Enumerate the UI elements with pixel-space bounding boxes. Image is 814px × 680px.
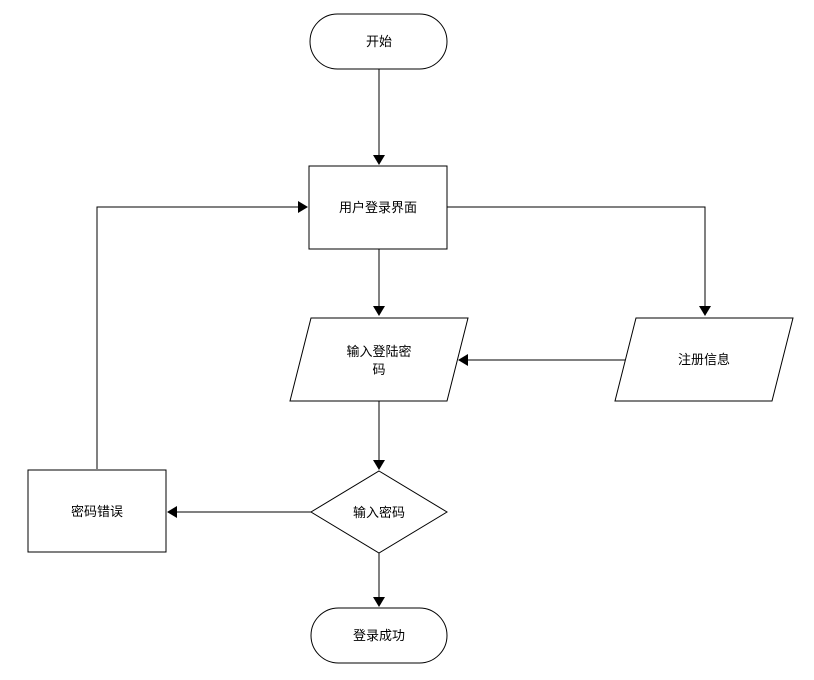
node-start: 开始 xyxy=(309,13,448,70)
register-info-parallelogram xyxy=(614,317,794,402)
input-login-pwd-label-line1: 输入登陆密 xyxy=(346,344,411,360)
node-input-login-pwd: 输入登陆密 码 xyxy=(289,317,469,402)
input-pwd-diamond xyxy=(310,470,448,554)
edge-input-pwd-to-pwd-error xyxy=(167,506,311,518)
login-success-terminator xyxy=(310,607,448,664)
edge-login-ui-to-register-info xyxy=(447,206,711,316)
register-info-label: 注册信息 xyxy=(678,352,730,368)
login-ui-box xyxy=(308,165,448,250)
pwd-error-label: 密码错误 xyxy=(71,504,123,520)
edge-input-login-pwd-to-input-pwd xyxy=(373,401,385,470)
input-login-pwd-label-line2: 码 xyxy=(372,363,385,378)
node-login-ui: 用户登录界面 xyxy=(308,165,448,250)
edge-register-info-to-input-login-pwd xyxy=(458,354,631,366)
edge-input-pwd-to-login-success xyxy=(373,553,385,607)
input-login-pwd-parallelogram xyxy=(289,317,469,402)
node-pwd-error: 密码错误 xyxy=(27,469,167,553)
login-ui-label: 用户登录界面 xyxy=(339,200,417,216)
edge-pwd-error-to-login-ui xyxy=(96,201,308,469)
edge-login-ui-to-input-login-pwd xyxy=(373,249,385,316)
pwd-error-box xyxy=(27,469,167,553)
node-input-pwd: 输入密码 xyxy=(310,470,448,554)
input-pwd-label: 输入密码 xyxy=(353,505,405,521)
login-success-label: 登录成功 xyxy=(353,629,405,644)
node-register-info: 注册信息 xyxy=(614,317,794,402)
start-terminator xyxy=(309,13,448,70)
edge-start-to-login-ui xyxy=(373,69,385,165)
start-label: 开始 xyxy=(366,35,392,50)
node-login-success: 登录成功 xyxy=(310,607,448,664)
